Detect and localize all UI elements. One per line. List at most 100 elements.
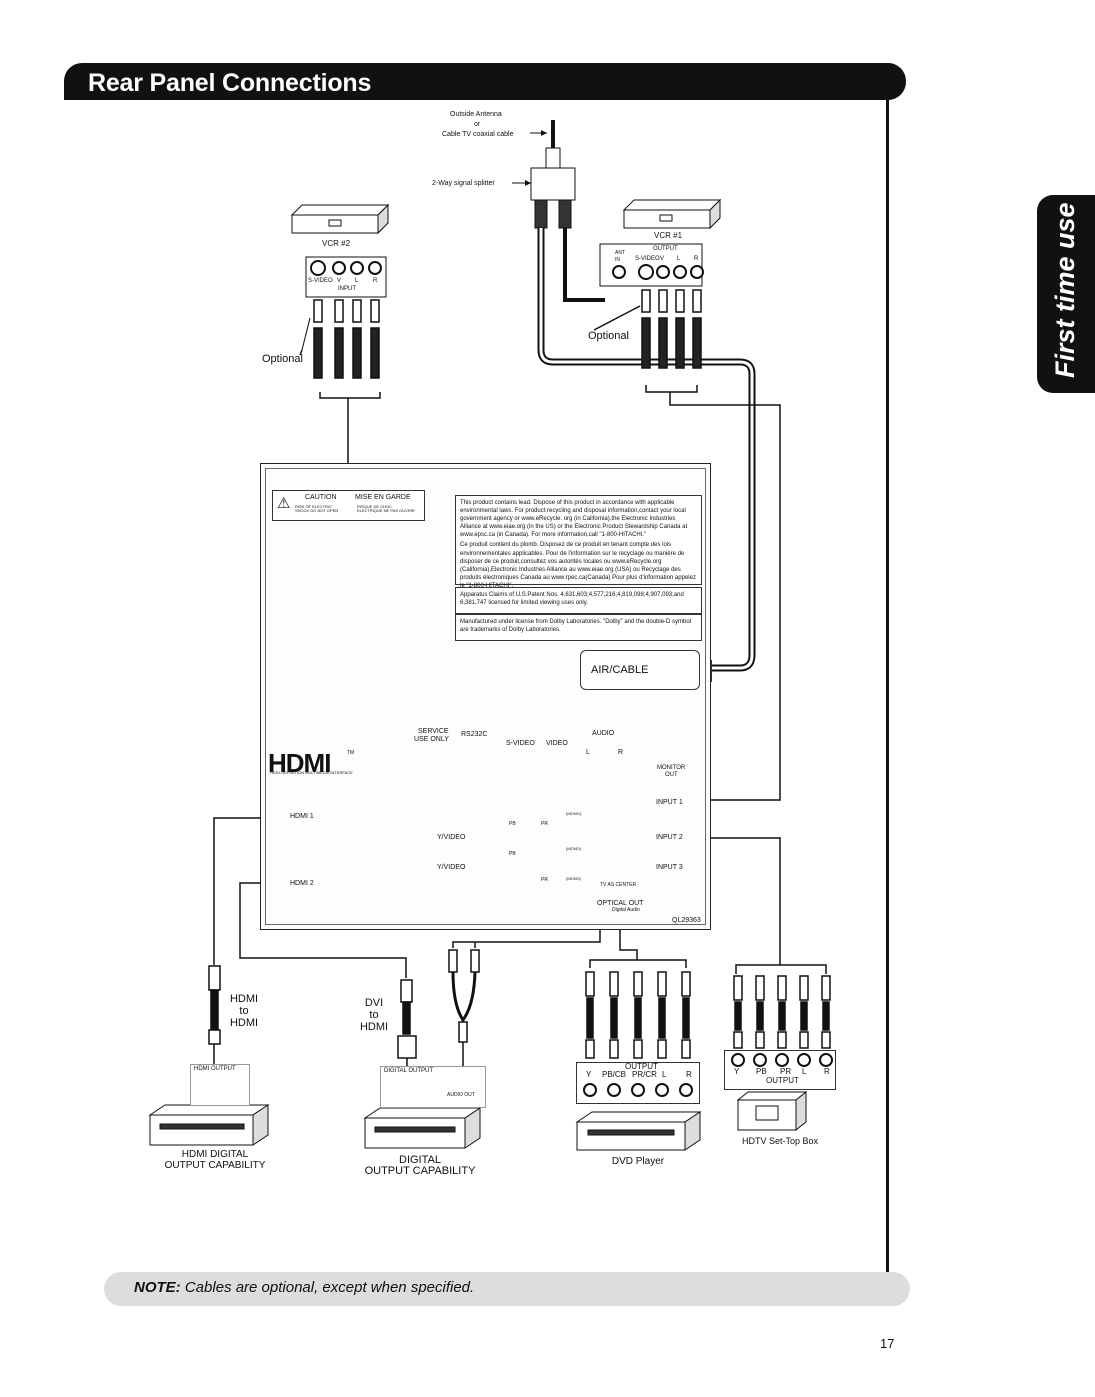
input2-yvideo-label: Y/VIDEO [437,834,466,841]
digital-audio-label: Digital Audio [612,907,640,913]
caution-en-sub: RISK OF ELECTRIC SHOCK DO NOT OPEN [295,504,339,513]
dvd-r-label: R [686,1070,692,1079]
vcr2-input-label: INPUT [338,286,356,292]
vcr1-in-label: IN [615,257,620,263]
input2-mono-label: (MONO) [566,846,582,851]
vcr1-audio-r-jack [690,265,704,279]
input3-mono-label: (MONO) [566,876,582,881]
input3-pb-label: PB [509,851,516,857]
hdmi-to-hdmi-label-1: HDMI [229,993,259,1005]
stb-label: HDTV Set-Top Box [742,1136,819,1146]
vcr1-ant-in-jack [612,265,626,279]
stb-device [736,1090,808,1132]
air-cable-terminal: AIR/CABLE [580,650,700,690]
antenna-source-label-2: or [474,121,481,128]
audio-l-label: L [586,749,590,756]
page-title: Rear Panel Connections [88,69,372,97]
vcr2-audio-l-jack [350,261,364,275]
hdmi-cable [208,814,283,1065]
dolby-notice: Manufactured under license from Dolby La… [455,614,702,641]
rs232c-label: RS232C [461,731,488,738]
hdmi-output-panel [190,1064,250,1106]
dvd-player-label: DVD Player [611,1156,665,1167]
monitor-out-label-2: OUT [665,772,678,778]
digital-output-label: DIGITAL OUTPUT [384,1068,434,1074]
caution-fr-sub: RISQUE DE CHOC ELECTRIQUE NE PAS OUVRIR [357,504,415,513]
antenna-source-label-1: Outside Antenna [450,111,502,118]
dvd-player-device [575,1111,702,1151]
vcr2-svideo-jack [310,260,326,276]
optical-out-label: OPTICAL OUT [597,900,644,907]
digital-source-device [363,1107,482,1149]
hdmi-device-label-1: HDMI DIGITAL [181,1149,249,1160]
stb-r-label: R [824,1067,830,1076]
hdmi-source-device [148,1104,270,1146]
hdmi-to-hdmi-label-2: to [239,1005,249,1017]
dvd-pb-label: PB/CB [602,1070,627,1079]
vcr1-l-label: L [677,256,681,262]
vcr2-l-label: L [355,278,359,284]
vcr2-video-jack [332,261,346,275]
antenna-cable [512,120,555,186]
vcr1-device [622,198,722,230]
stb-output-label: OUTPUT [766,1076,799,1085]
service-label-1: SERVICE [418,728,449,735]
dvd-y-label: Y [586,1070,592,1079]
vcr1-optional-label: Optional [588,330,629,342]
audio-r-label: R [618,749,624,756]
model-code: QL29363 [672,917,701,924]
signal-splitter [530,147,576,229]
header-bar [64,63,906,100]
patent-notice: Apparatus Claims of U.S.Patent Nos. 4,63… [455,587,702,614]
stb-pr-label: PR [780,1067,792,1076]
digital-output-panel [380,1066,486,1108]
input2-label: INPUT 2 [656,834,683,841]
vcr2-svideo-label: S-VIDEO [308,278,333,284]
caution-label: ⚠ CAUTION MISE EN GARDE RISK OF ELECTRIC… [272,490,425,521]
vcr1-ant-label: ANT [615,250,625,256]
input1-label: INPUT 1 [656,799,683,806]
caution-fr: MISE EN GARDE [355,494,411,501]
digital-device-label-2: OUTPUT CAPABILITY [364,1165,476,1177]
vcr2-r-label: R [373,278,378,284]
audio-label: AUDIO [592,730,615,737]
stb-output-jacks [731,1053,833,1067]
stb-output-panel [724,1050,836,1090]
vcr2-optional-label: Optional [262,353,303,365]
note-prefix: NOTE: [134,1279,181,1296]
recycle-notice-fr: Ce produit contient du plomb. Disposez d… [460,542,696,589]
dvd-output-label: OUTPUT [625,1062,658,1071]
antenna-source-label-3: Cable TV coaxial cable [442,131,514,138]
dvd-l-label: L [662,1070,667,1079]
section-tab [1037,195,1095,393]
hdmi-logo-tm: TM [347,750,355,756]
stb-y-label: Y [734,1067,740,1076]
dvd-output-jacks [583,1083,693,1097]
hdmi2-label: HDMI 2 [290,880,314,887]
monitor-out-label-1: MONITOR [657,765,686,771]
vcr1-output-panel [599,243,703,287]
digital-device-label-1: DIGITAL [399,1154,441,1166]
service-label-2: USE ONLY [414,736,449,743]
vcr2-device [290,203,390,235]
dvi-to-hdmi-label-3: HDMI [359,1021,389,1033]
vcr1-r-label: R [694,256,699,262]
audio-out-label: AUDIO OUT [447,1092,475,1098]
input3-yvideo-label: Y/VIDEO [437,864,466,871]
page-rule [886,100,889,1290]
hdmi-logo-sub: HIGH-DEFINITION MULTIMEDIA INTERFACE [270,770,353,775]
vcr1-output-label: OUTPUT [653,246,678,252]
input2-pr-label: PR [541,821,548,827]
input1-mono-label: (MONO) [566,811,582,816]
note-bar [104,1272,910,1306]
input2-pb-label: PB [509,821,516,827]
vcr1-video-jack [656,265,670,279]
vcr1-svideo-label: S-VIDEO [635,256,660,262]
note-text: Cables are optional, except when specifi… [180,1279,475,1296]
splitter-to-vcr1-cable [563,228,605,302]
vcr1-v-label: V [660,256,665,262]
stb-pb-label: PB [756,1067,767,1076]
stb-l-label: L [802,1067,807,1076]
vcr1-audio-l-jack [673,265,687,279]
hdmi-device-label-2: OUTPUT CAPABILITY [164,1160,266,1171]
